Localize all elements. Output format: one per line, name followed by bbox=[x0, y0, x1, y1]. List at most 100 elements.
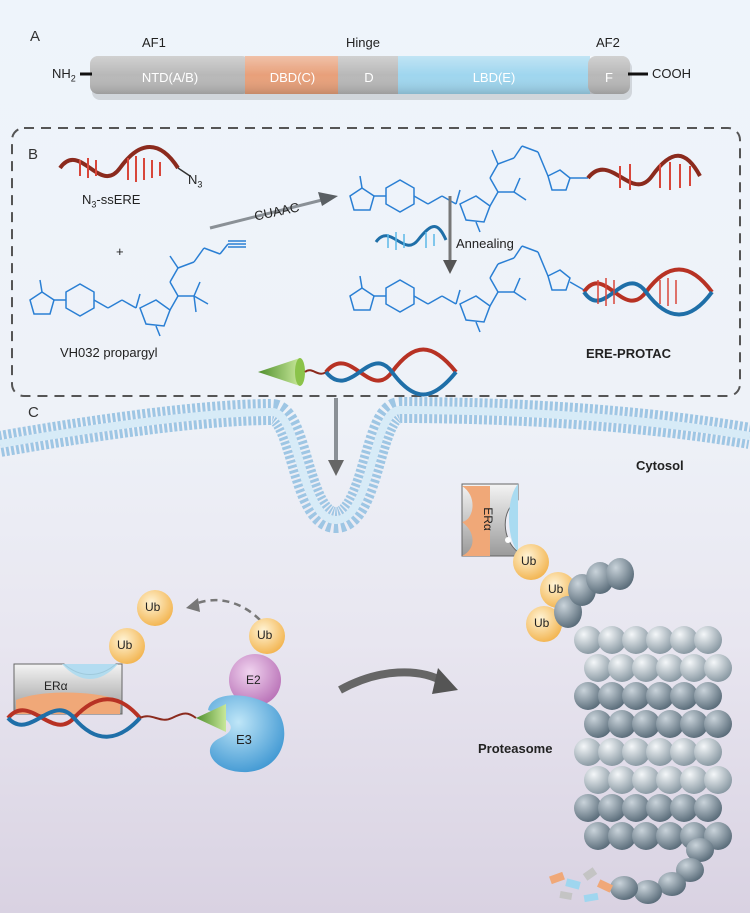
proteasome-subunit bbox=[694, 626, 722, 654]
proteasome-subunit bbox=[610, 876, 638, 900]
panel-label-b: B bbox=[28, 146, 39, 163]
proteasome-subunit bbox=[704, 710, 732, 738]
label-hinge: Hinge bbox=[346, 35, 380, 50]
e2-shape bbox=[229, 654, 281, 706]
n3-ssere-label: N3-ssERE bbox=[82, 192, 141, 210]
proteasome-subunit bbox=[598, 738, 626, 766]
proteasome-subunit bbox=[694, 682, 722, 710]
ere-protac-structure bbox=[349, 245, 585, 333]
proteasome-subunit bbox=[680, 766, 708, 794]
proteasome-subunit bbox=[608, 710, 636, 738]
proteasome-subunit bbox=[554, 596, 582, 628]
ub-transfer-arrow bbox=[194, 598, 261, 621]
proteasome-subunit bbox=[574, 682, 602, 710]
proteasome-subunit bbox=[670, 626, 698, 654]
segment-d-label: D bbox=[364, 69, 374, 85]
proteasome-subunit bbox=[670, 794, 698, 822]
proteasome-subunit bbox=[694, 794, 722, 822]
cytosol-label: Cytosol bbox=[636, 458, 684, 473]
proteasome-subunit bbox=[598, 682, 626, 710]
ub-transfer-arrowhead bbox=[186, 598, 200, 612]
proteasome-subunit bbox=[622, 682, 650, 710]
proteasome-subunit bbox=[574, 626, 602, 654]
e2-label: E2 bbox=[246, 673, 261, 687]
proteasome-subunit bbox=[676, 858, 704, 882]
c-terminus-label: COOH bbox=[652, 66, 691, 81]
ub-ball-left-top bbox=[137, 590, 173, 626]
proteasome-subunit bbox=[608, 766, 636, 794]
proteasome-subunit bbox=[694, 738, 722, 766]
era-left-label: ERα bbox=[44, 679, 68, 693]
cell-membrane bbox=[0, 396, 750, 534]
ub-label-5: Ub bbox=[548, 582, 564, 596]
proteasome-subunit bbox=[646, 738, 674, 766]
proteasome-subunit bbox=[598, 794, 626, 822]
proteasome-subunit bbox=[598, 626, 626, 654]
ub-ball-left-bottom bbox=[109, 628, 145, 664]
proteasome-subunit bbox=[622, 794, 650, 822]
panel-label-c: C bbox=[28, 404, 39, 421]
cuaac-arrowhead bbox=[318, 192, 338, 206]
ub-label-4: Ub bbox=[521, 554, 537, 568]
proteasome-subunit bbox=[584, 654, 612, 682]
complementary-strand bbox=[374, 225, 448, 250]
conjugate-ssdna bbox=[586, 153, 702, 190]
e3-shape bbox=[208, 695, 285, 773]
ub-label-6: Ub bbox=[534, 616, 550, 630]
proteasome-subunit bbox=[656, 710, 684, 738]
vh032-label: VH032 propargyl bbox=[60, 345, 158, 360]
peptide-fragments bbox=[549, 867, 614, 903]
segment-lbd-label: LBD(E) bbox=[472, 69, 516, 85]
n-terminus-label: NH2 bbox=[52, 66, 76, 84]
proteasome-subunit bbox=[646, 794, 674, 822]
proteasome-shape bbox=[554, 558, 732, 904]
proteasome-subunit bbox=[622, 626, 650, 654]
proteasome-subunit bbox=[646, 626, 674, 654]
proteasome-subunit bbox=[584, 822, 612, 850]
proteasome-subunit bbox=[632, 654, 660, 682]
vh032-propargyl-structure bbox=[29, 240, 246, 337]
segment-f-label: F bbox=[605, 69, 613, 85]
domain-bar-gloss bbox=[90, 56, 630, 94]
proteasome-subunit bbox=[608, 654, 636, 682]
proteasome-subunit bbox=[656, 766, 684, 794]
proteasome-subunit bbox=[584, 710, 612, 738]
ere-protac-dsdna bbox=[582, 267, 714, 317]
proteasome-subunit bbox=[608, 822, 636, 850]
era-top-label: ERα bbox=[480, 507, 495, 531]
ub-ball-right-1 bbox=[513, 544, 549, 580]
proteasome-subunit bbox=[670, 682, 698, 710]
n3-tail-label: N3 bbox=[188, 172, 203, 190]
uptake-arrowhead bbox=[328, 460, 344, 476]
panel-label-a: A bbox=[30, 28, 41, 45]
ub-label-2: Ub bbox=[117, 638, 133, 652]
proteasome-subunit bbox=[574, 794, 602, 822]
proteasome-subunit bbox=[656, 654, 684, 682]
proteasome-subunit bbox=[646, 682, 674, 710]
ss-ere-dna bbox=[58, 145, 191, 182]
protac-icon bbox=[258, 347, 458, 397]
segment-ntd-label: NTD(A/B) bbox=[141, 69, 199, 85]
proteasome-subunit bbox=[680, 654, 708, 682]
proteasome-subunit bbox=[656, 822, 684, 850]
ere-protac-label: ERE-PROTAC bbox=[586, 346, 671, 361]
proteasome-subunit bbox=[704, 766, 732, 794]
segment-dbd-label: DBD(C) bbox=[269, 69, 316, 85]
annealing-label: Annealing bbox=[456, 236, 514, 251]
proteasome-subunit bbox=[584, 766, 612, 794]
proteasome-subunit bbox=[686, 838, 714, 862]
proteasome-subunit bbox=[632, 710, 660, 738]
annealing-arrowhead bbox=[443, 260, 457, 274]
proteasome-subunit bbox=[606, 558, 634, 590]
proteasome-subunit bbox=[632, 822, 660, 850]
cuaac-arrow bbox=[209, 198, 323, 230]
ub-label-3: Ub bbox=[257, 628, 273, 642]
proteasome-subunit bbox=[704, 654, 732, 682]
proteasome-label: Proteasome bbox=[478, 741, 553, 756]
plus-sign: + bbox=[116, 244, 124, 259]
proteasome-subunit bbox=[670, 738, 698, 766]
degradation-arrowhead bbox=[432, 668, 458, 694]
ss-conjugate-structure bbox=[349, 145, 588, 233]
label-af1: AF1 bbox=[142, 35, 166, 50]
